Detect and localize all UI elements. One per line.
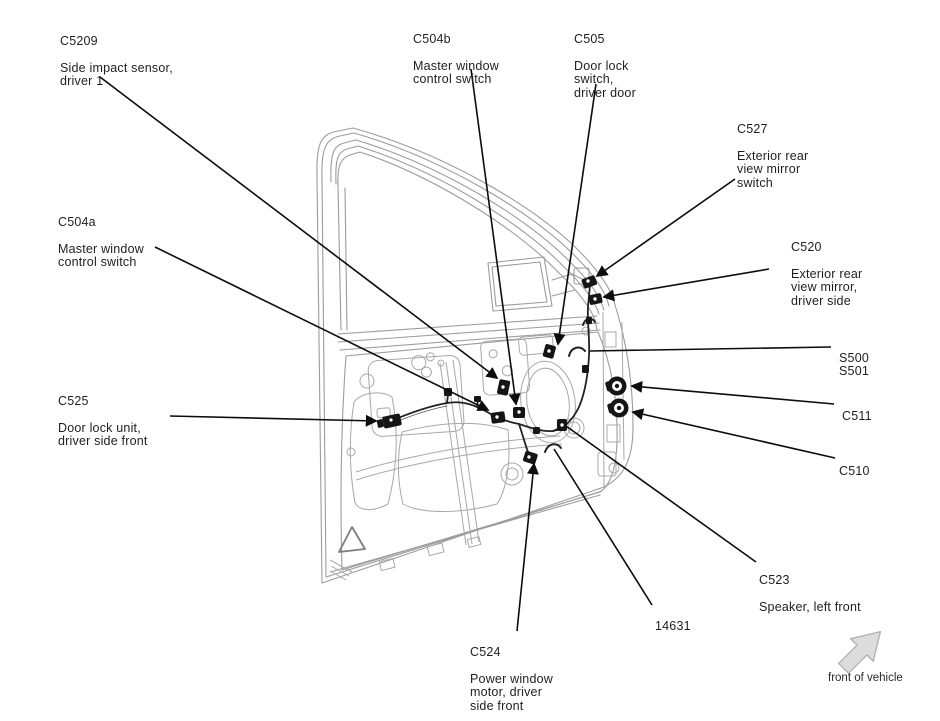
callout-desc: Master window control switch [413,58,499,86]
callout-id: 14631 [655,618,691,633]
leader-c504a [154,246,490,411]
callout-s500-s501: S500 S501 [839,338,869,406]
leader-lines [99,68,836,632]
front-of-vehicle-arrow-icon [838,630,882,674]
callout-id: C525 [58,393,89,408]
callout-id: C510 [839,463,870,478]
connector-c525 [376,413,402,429]
callout-c523: C523 Speaker, left front [759,560,861,628]
callout-c527: C527 Exterior rear view mirror switch [737,109,808,204]
callout-id: C505 [574,31,605,46]
callout-desc: Exterior rear view mirror, driver side [791,266,863,308]
leader-c5209 [99,76,499,380]
callout-desc: Side impact sensor, driver 1 [60,60,173,88]
callout-desc: Door lock switch, driver door [574,58,636,100]
callout-id: S500 S501 [839,350,869,378]
callout-id: C523 [759,572,790,587]
door-inner-details [329,311,625,581]
callout-c511: C511 [842,396,872,450]
callout-id: C524 [470,644,501,659]
callout-id: C504b [413,31,451,46]
leader-s500-s501 [589,346,832,352]
leader-c527 [595,178,736,278]
leader-c510 [631,408,836,459]
callout-14631: 14631 [655,606,691,660]
callout-c505: C505 Door lock switch, driver door [574,19,636,114]
leader-c520 [602,268,770,302]
leader-c525 [169,414,378,427]
connector-branch-2 [474,396,481,402]
callout-desc: Power window motor, driver side front [470,671,553,713]
callout-id: C527 [737,121,768,136]
callout-c520: C520 Exterior rear view mirror, driver s… [791,227,862,322]
leader-c524 [516,462,539,632]
callout-desc: Door lock unit, driver side front [58,420,148,448]
leader-14631 [553,448,653,606]
callout-c524: C524 Power window motor, driver side fro… [470,632,553,721]
door-triangle-cutout [338,526,366,553]
callout-desc: Speaker, left front [759,599,861,614]
leader-c523 [565,425,757,563]
leader-c504b [470,68,521,406]
callout-id: C504a [58,214,96,229]
callout-c504a: C504a Master window control switch [58,202,144,283]
front-of-vehicle-label: front of vehicle [828,672,903,684]
leader-c511 [630,380,835,405]
callout-c504b: C504b Master window control switch [413,19,499,100]
callout-id: C520 [791,239,822,254]
callout-id: C5209 [60,33,98,48]
callout-c510: C510 [839,451,870,505]
connector-c511 [605,376,627,396]
callout-c525: C525 Door lock unit, driver side front [58,381,148,462]
callout-id: C511 [842,408,872,423]
leader-c505 [553,83,597,346]
callout-desc: Master window control switch [58,241,144,269]
connectors [376,275,629,465]
connector-c510 [607,398,629,418]
callout-desc: Exterior rear view mirror switch [737,148,809,190]
callout-c5209: C5209 Side impact sensor, driver 1 [60,21,173,102]
